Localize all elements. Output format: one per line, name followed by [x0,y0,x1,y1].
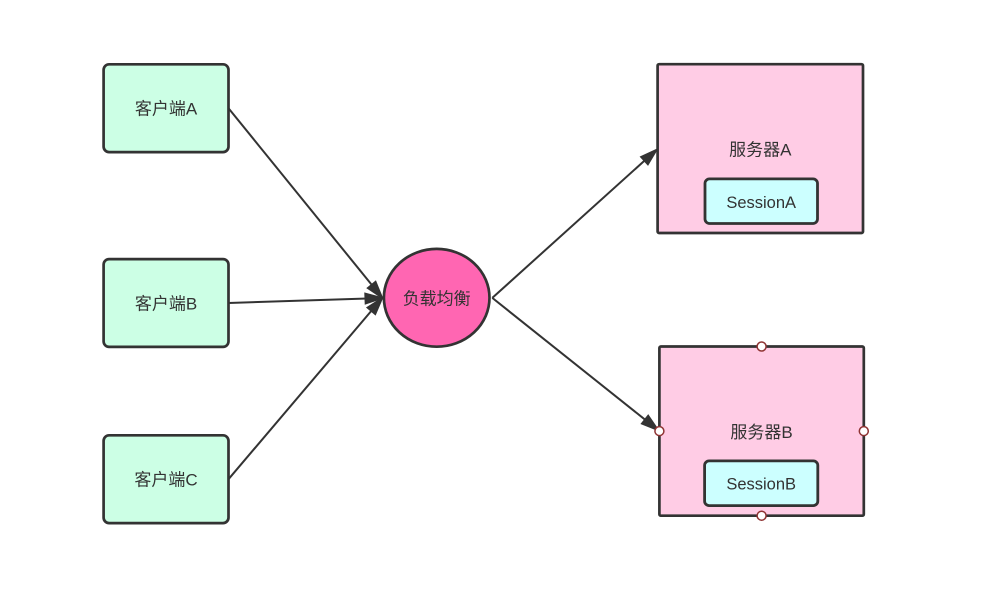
svg-text:SessionB: SessionB [726,476,796,494]
svg-text:客户端B: 客户端B [135,295,197,314]
svg-text:SessionA: SessionA [726,194,796,212]
svg-text:负载均衡: 负载均衡 [403,290,471,309]
svg-text:客户端A: 客户端A [135,100,198,119]
svg-text:客户端C: 客户端C [134,471,197,490]
svg-text:服务器B: 服务器B [730,423,792,442]
svg-text:服务器A: 服务器A [729,140,792,159]
